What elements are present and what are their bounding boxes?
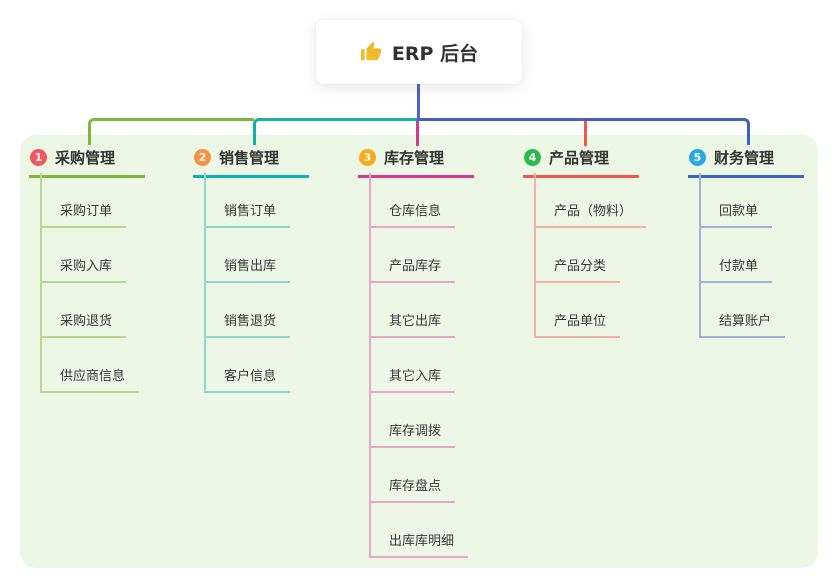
branch-children: 采购订单 采购入库 采购退货 供应商信息 [40,173,140,393]
root-connector-line [417,84,420,121]
list-item: 客户信息 [206,338,291,393]
child-node[interactable]: 库存调拨 [371,420,456,448]
connector-branch2-line [253,118,418,145]
branch-children: 仓库信息 产品库存 其它出库 其它入库 库存调拨 库存盘点 出库库明细 [369,173,469,558]
branch-node-inventory[interactable]: 3 库存管理 [358,147,474,178]
child-node[interactable]: 采购订单 [42,200,127,228]
branch-label: 采购管理 [55,149,116,167]
list-item: 采购订单 [42,173,139,228]
child-node[interactable]: 产品分类 [536,255,621,283]
branches-background-panel [20,135,818,568]
branch-label: 销售管理 [219,149,280,167]
branch-node-purchase[interactable]: 1 采购管理 [29,147,145,178]
list-item: 产品单位 [536,283,646,338]
branch-badge-1: 1 [30,149,47,166]
branch-badge-4: 4 [524,149,541,166]
child-node[interactable]: 采购入库 [42,255,127,283]
branch-children: 产品（物料） 产品分类 产品单位 [534,173,647,338]
child-node[interactable]: 其它出库 [371,310,456,338]
child-node[interactable]: 采购退货 [42,310,127,338]
branch-label: 财务管理 [714,149,775,167]
list-item: 采购退货 [42,283,139,338]
connector-branch3-line [416,120,419,146]
child-node[interactable]: 供应商信息 [42,365,140,393]
connector-branch1-line [88,118,254,145]
list-item: 产品（物料） [536,173,647,228]
root-node-label: ERP 后台 [391,42,479,65]
child-node[interactable]: 销售出库 [206,255,291,283]
child-node[interactable]: 出库库明细 [371,530,469,558]
list-item: 供应商信息 [42,338,140,393]
connector-branch4-line [584,121,587,146]
child-node[interactable]: 产品（物料） [536,200,647,228]
child-node[interactable]: 产品库存 [371,255,456,283]
list-item: 付款单 [701,228,785,283]
list-item: 回款单 [701,173,785,228]
child-node[interactable]: 付款单 [701,255,773,283]
branch-children: 销售订单 销售出库 销售退货 客户信息 [204,173,291,393]
list-item: 库存调拨 [371,393,468,448]
list-item: 仓库信息 [371,173,468,228]
root-node[interactable]: ERP 后台 [316,20,522,84]
list-item: 出库库明细 [371,503,469,558]
list-item: 销售订单 [206,173,291,228]
list-item: 库存盘点 [371,448,468,503]
branch-label: 产品管理 [549,149,610,167]
list-item: 销售退货 [206,283,291,338]
child-node[interactable]: 销售订单 [206,200,291,228]
list-item: 采购入库 [42,228,139,283]
branch-node-product[interactable]: 4 产品管理 [523,147,639,178]
child-node[interactable]: 其它入库 [371,365,456,393]
child-node[interactable]: 仓库信息 [371,200,456,228]
child-node[interactable]: 产品单位 [536,310,621,338]
connector-branch5-line [418,118,750,145]
child-node[interactable]: 库存盘点 [371,475,456,503]
branch-node-sales[interactable]: 2 销售管理 [193,147,309,178]
list-item: 其它出库 [371,283,468,338]
child-node[interactable]: 结算账户 [701,310,786,338]
list-item: 产品分类 [536,228,646,283]
list-item: 销售出库 [206,228,291,283]
list-item: 其它入库 [371,338,468,393]
branch-node-finance[interactable]: 5 财务管理 [688,147,804,178]
branch-children: 回款单 付款单 结算账户 [699,173,786,338]
branch-label: 库存管理 [384,149,445,167]
list-item: 结算账户 [701,283,786,338]
branch-badge-3: 3 [359,149,376,166]
child-node[interactable]: 回款单 [701,200,773,228]
branch-badge-2: 2 [194,149,211,166]
list-item: 产品库存 [371,228,468,283]
child-node[interactable]: 销售退货 [206,310,291,338]
branch-badge-5: 5 [689,149,706,166]
child-node[interactable]: 客户信息 [206,365,291,393]
thumbs-up-icon [360,41,382,63]
